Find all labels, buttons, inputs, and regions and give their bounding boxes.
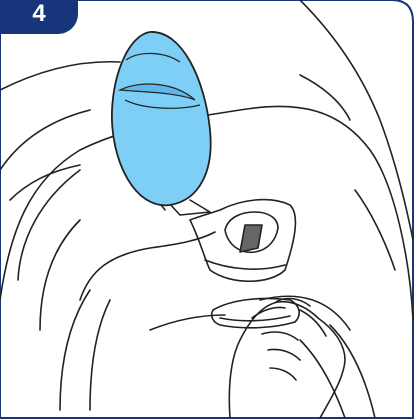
step-number: 4: [32, 2, 45, 26]
step-badge: 4: [0, 0, 78, 34]
